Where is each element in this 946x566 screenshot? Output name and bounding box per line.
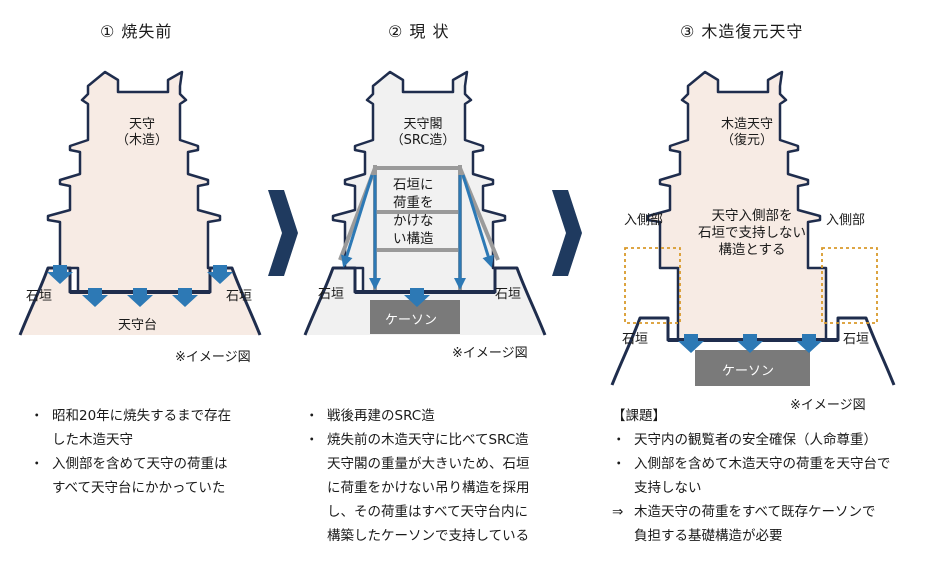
note-line: 天守内の観覧者の安全確保（人命尊重） xyxy=(634,432,877,448)
panel-2-inner-label: 天守閣 （SRC造） xyxy=(388,117,458,150)
note-line: 木造天守の荷重をすべて既存ケーソンで xyxy=(634,504,876,520)
note-line: 構築したケーソンで支持している xyxy=(327,528,530,544)
castle-silhouette-3 xyxy=(646,70,828,342)
frame-label-line: かけな xyxy=(393,213,434,229)
panel-3-center-label: 天守入側部を 石垣で支持しない 構造とする xyxy=(682,208,822,259)
center-label-line: 構造とする xyxy=(718,241,786,258)
chevron-arrow-1 xyxy=(268,190,298,276)
caisson-arrows-2 xyxy=(404,288,430,307)
side-label-right-1: 石垣 xyxy=(226,289,253,304)
note-line: 入側部を含めて天守の荷重は xyxy=(52,456,228,472)
bullet-mark: ⇒ xyxy=(612,504,624,520)
base-label-1: 天守台 xyxy=(118,318,158,333)
note-line: した木造天守 xyxy=(52,432,133,448)
iriya-label-right: 入側部 xyxy=(826,213,866,228)
inner-label-line: 木造天守 xyxy=(720,117,773,132)
note-line: 戦後再建のSRC造 xyxy=(327,408,435,424)
note-line: 昭和20年に焼失するまで存在 xyxy=(52,408,232,424)
bullet-mark: ・ xyxy=(305,408,319,424)
side-label-left-2: 石垣 xyxy=(318,287,345,302)
note-line: 天守閣の重量が大きいため、石垣 xyxy=(327,456,530,472)
note-line: し、その荷重はすべて天守台内に xyxy=(327,504,529,520)
note-item: ・ 焼失前の木造天守に比べてSRC造 天守閣の重量が大きいため、石垣 に荷重をか… xyxy=(305,428,530,548)
frame-label-line: 石垣に xyxy=(393,177,434,193)
panel-3-drawing xyxy=(610,70,896,386)
center-label-line: 石垣で支持しない xyxy=(698,224,806,241)
side-label-left-1: 石垣 xyxy=(26,289,53,304)
panel-3-inner-label: 木造天守 （復元） xyxy=(712,117,782,150)
panel-3-notes: 【課題】 ・ 天守内の観覧者の安全確保（人命尊重） ・ 入側部を含めて木造天守の… xyxy=(612,404,891,548)
note-item: ・ 天守内の観覧者の安全確保（人命尊重） xyxy=(612,428,891,452)
castle-silhouette-1 xyxy=(46,70,228,294)
chevron-arrow-2 xyxy=(552,190,582,276)
panel-2-notes: ・ 戦後再建のSRC造 ・ 焼失前の木造天守に比べてSRC造 天守閣の重量が大き… xyxy=(305,404,530,548)
bullet-mark: ・ xyxy=(30,456,44,472)
panel-1-drawing xyxy=(18,70,262,336)
image-note-2: ※イメージ図 xyxy=(452,346,528,361)
bullet-mark: ・ xyxy=(30,408,44,424)
note-line: に荷重をかけない吊り構造を採用 xyxy=(327,480,530,496)
note-item: ・ 入側部を含めて天守の荷重は すべて天守台にかかっていた xyxy=(30,452,231,500)
frame-label-line: い構造 xyxy=(393,231,434,247)
note-line: 入側部を含めて木造天守の荷重を天守台で xyxy=(634,456,891,472)
panel-title-3: ③ 木造復元天守 xyxy=(680,22,804,41)
note-item: ⇒ 木造天守の荷重をすべて既存ケーソンで 負担する基礎構造が必要 xyxy=(612,500,891,548)
frame-label-line: 荷重を xyxy=(393,195,434,211)
note-item: ・ 入側部を含めて木造天守の荷重を天守台で 支持しない xyxy=(612,452,891,500)
note-line: 焼失前の木造天守に比べてSRC造 xyxy=(327,432,529,448)
bullet-mark: ・ xyxy=(305,432,319,448)
caisson-3 xyxy=(695,350,810,386)
bullet-mark: ・ xyxy=(612,456,626,472)
note-item: ・ 戦後再建のSRC造 xyxy=(305,404,530,428)
note-item: ・ 昭和20年に焼失するまで存在 した木造天守 xyxy=(30,404,231,452)
note-line: すべて天守台にかかっていた xyxy=(52,480,226,496)
notes-heading: 【課題】 xyxy=(612,408,666,424)
iriya-box-left xyxy=(624,247,681,324)
panel-1-notes: ・ 昭和20年に焼失するまで存在 した木造天守 ・ 入側部を含めて天守の荷重は … xyxy=(30,404,231,500)
center-label-line: 天守入側部を xyxy=(711,208,793,224)
load-arrows-1 xyxy=(47,265,233,307)
panel-title-2: ② 現 状 xyxy=(388,22,450,41)
inner-label-line: （SRC造） xyxy=(390,133,456,149)
panel-1-inner-label: 天守 （木造） xyxy=(112,117,172,150)
inner-label-line: 天守閣 xyxy=(403,117,443,132)
load-arrows-2 xyxy=(341,174,494,290)
note-line: 負担する基礎構造が必要 xyxy=(634,528,783,544)
image-note-1: ※イメージ図 xyxy=(175,350,251,365)
panel-2-drawing xyxy=(303,70,547,336)
inner-label-line: （木造） xyxy=(115,133,168,149)
panel-title-1: ① 焼失前 xyxy=(100,22,173,41)
image-note-3: ※イメージ図 xyxy=(790,398,866,413)
iriya-label-left: 入側部 xyxy=(624,213,664,228)
caisson-label-2: ケーソン xyxy=(385,313,438,328)
frame-label: 石垣に 荷重を かけな い構造 xyxy=(393,176,434,248)
inner-label-line: 天守 xyxy=(128,117,155,132)
iriya-box-right xyxy=(821,247,878,324)
inner-label-line: （復元） xyxy=(720,133,773,149)
note-line: 支持しない xyxy=(634,480,702,496)
caisson-label-3: ケーソン xyxy=(722,364,775,379)
side-label-right-2: 石垣 xyxy=(495,287,522,302)
bullet-mark: ・ xyxy=(612,432,626,448)
side-label-right-3: 石垣 xyxy=(843,332,870,347)
caisson-2 xyxy=(370,300,460,334)
side-label-left-3: 石垣 xyxy=(622,332,649,347)
castle-silhouette-2 xyxy=(331,70,513,294)
load-arrows-3 xyxy=(678,334,822,353)
